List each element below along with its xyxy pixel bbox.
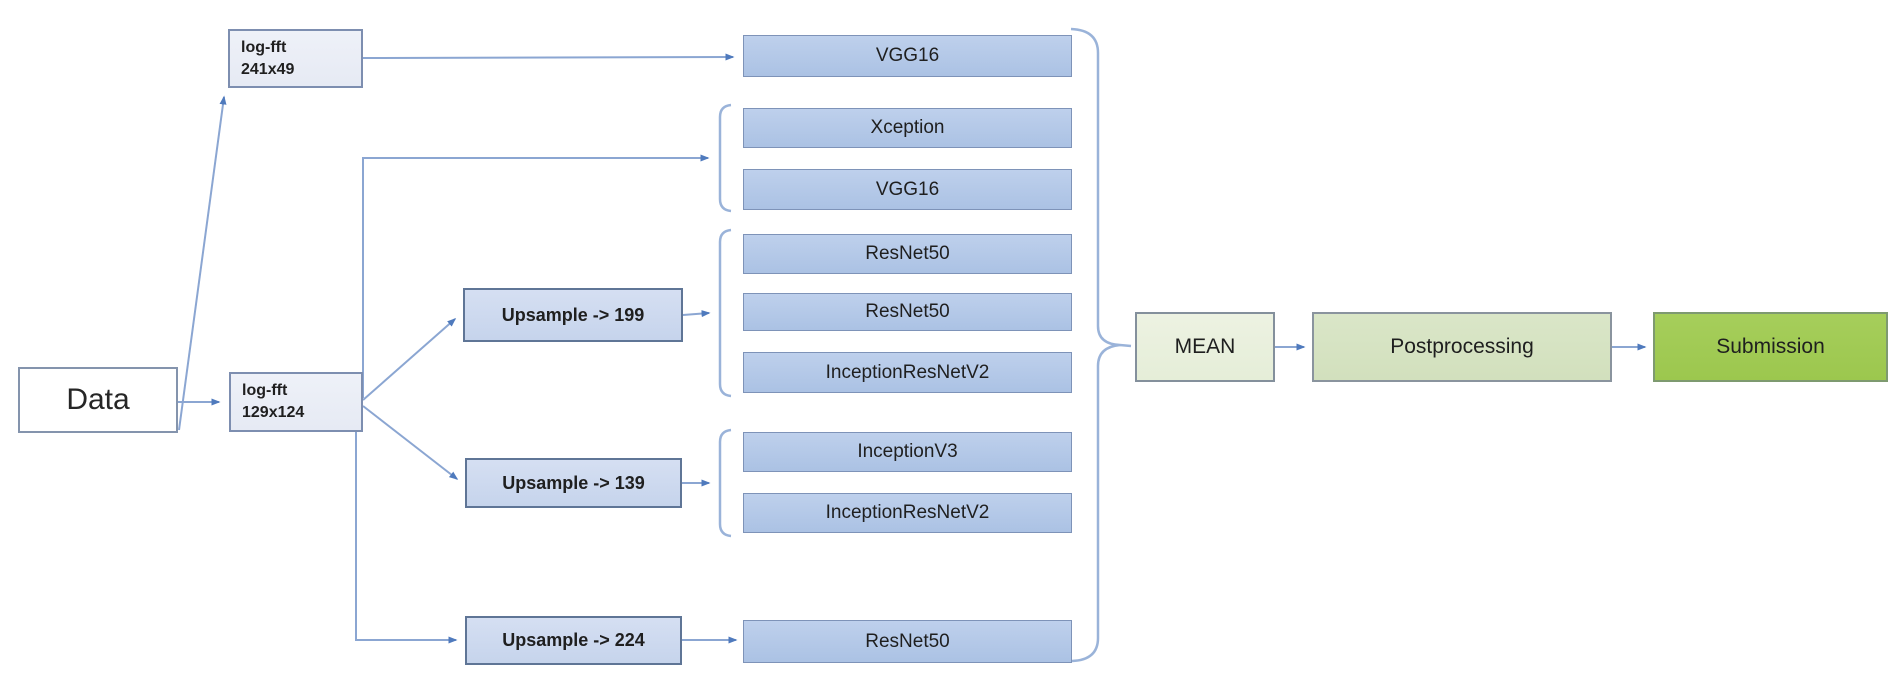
upsample-139-label: Upsample -> 139 <box>502 472 645 493</box>
arrow-data-to-logfft-top <box>178 95 227 431</box>
data-node-label: Data <box>66 383 130 416</box>
model-inceptionresnetv2-2: InceptionResNetV2 <box>743 493 1072 533</box>
mean-label: MEAN <box>1174 335 1236 358</box>
model-inceptionresnetv2-1: InceptionResNetV2 <box>743 352 1072 393</box>
model-label: ResNet50 <box>865 243 950 264</box>
arrow-logfftmain-to-upsample199 <box>362 318 457 401</box>
arrow-logffttop-to-vgg16 <box>362 53 735 61</box>
model-inceptionv3: InceptionV3 <box>743 432 1072 472</box>
brace-ensemble-to-mean <box>1070 27 1132 663</box>
model-xception: Xception <box>743 108 1072 148</box>
model-vgg16-second: VGG16 <box>743 169 1072 210</box>
bracket-group-xception-vgg16 <box>718 103 732 213</box>
model-resnet50-1: ResNet50 <box>743 234 1072 274</box>
mean-node: MEAN <box>1135 312 1275 382</box>
bracket-group-resnet-inception <box>718 228 732 398</box>
model-resnet50-bottom: ResNet50 <box>743 620 1072 663</box>
data-node: Data <box>18 367 178 433</box>
model-label: VGG16 <box>875 45 940 66</box>
postprocessing-label: Postprocessing <box>1390 335 1534 358</box>
model-label: ResNet50 <box>865 301 950 322</box>
logfft-main-line1: log-fft <box>242 382 288 400</box>
model-label: Xception <box>870 117 945 138</box>
upsample-199-node: Upsample -> 199 <box>463 288 683 342</box>
submission-label: Submission <box>1716 335 1825 358</box>
submission-node: Submission <box>1653 312 1888 382</box>
arrow-logfftmain-to-group2 <box>362 154 710 398</box>
postprocessing-node: Postprocessing <box>1312 312 1612 382</box>
upsample-139-node: Upsample -> 139 <box>465 458 682 508</box>
arrow-upsample199-to-group3 <box>682 310 711 318</box>
logfft-129x124-node: log-fft 129x124 <box>229 372 363 432</box>
model-vgg16-top: VGG16 <box>743 35 1072 77</box>
logfft-241x49-node: log-fft 241x49 <box>228 29 363 88</box>
upsample-199-label: Upsample -> 199 <box>501 304 645 325</box>
logfft-top-line1: log-fft <box>241 38 287 56</box>
arrow-logfftmain-to-upsample224 <box>355 432 458 644</box>
model-label: ResNet50 <box>865 630 950 652</box>
model-label: VGG16 <box>875 178 940 200</box>
arrow-logfftmain-to-upsample139 <box>362 405 459 480</box>
bracket-group-inceptionv3 <box>718 428 732 538</box>
upsample-224-node: Upsample -> 224 <box>465 616 682 665</box>
model-label: InceptionResNetV2 <box>825 502 990 523</box>
upsample-224-label: Upsample -> 224 <box>502 630 645 650</box>
logfft-main-line2: 129x124 <box>242 404 305 421</box>
model-label: InceptionResNetV2 <box>825 361 990 383</box>
logfft-top-line2: 241x49 <box>241 60 295 78</box>
model-resnet50-2: ResNet50 <box>743 293 1072 331</box>
model-label: InceptionV3 <box>857 441 958 462</box>
